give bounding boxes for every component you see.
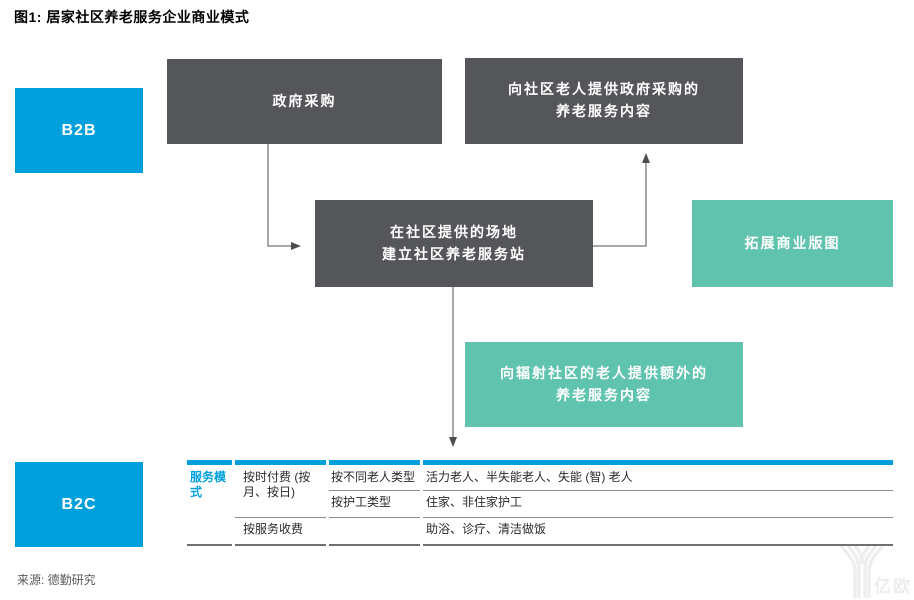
arrowhead-up-icon [642,153,650,163]
arrowhead-right-icon [291,242,301,250]
cell-pay-by-time: 按时付费 (按 月、按日) [235,460,326,518]
cell-by-caregiver-type: 按护工类型 [329,491,420,518]
table-col-header-service-mode: 服务模式 [187,460,232,546]
source-note: 来源: 德勤研究 [17,573,96,587]
box-community-station: 在社区提供的场地 建立社区养老服务站 [315,200,593,287]
b2c-badge: B2C [15,462,143,547]
eo-logo-icon [840,544,885,598]
connector-gov-to-station [267,144,291,247]
eo-logo-watermark: 亿欧 [840,544,912,598]
box-expand-business: 拓展商业版图 [692,200,893,287]
figure-title: 图1: 居家社区养老服务企业商业模式 [14,9,250,25]
cell-empty [329,518,420,546]
connector-station-to-gov-services [593,163,647,247]
arrowhead-down-icon [449,437,457,447]
cell-pay-by-service: 按服务收费 [235,518,326,546]
box-government-procurement: 政府采购 [167,59,442,144]
cell-elder-types-detail: 活力老人、半失能老人、失能 (智) 老人 [423,460,893,491]
cell-by-elder-type: 按不同老人类型 [329,460,420,491]
b2b-badge: B2B [15,88,143,173]
services-table: 服务模式 按时付费 (按 月、按日) 按服务收费 按不同老人类型 按护工类型 活… [187,460,893,546]
watermark-text: 亿欧 [874,576,912,596]
cell-caregiver-detail: 住家、非住家护工 [423,491,893,518]
box-provide-extra-services: 向辐射社区的老人提供额外的 养老服务内容 [465,342,743,427]
cell-service-items-detail: 助浴、诊疗、清洁做饭 [423,518,893,546]
box-provide-gov-services: 向社区老人提供政府采购的 养老服务内容 [465,58,743,144]
